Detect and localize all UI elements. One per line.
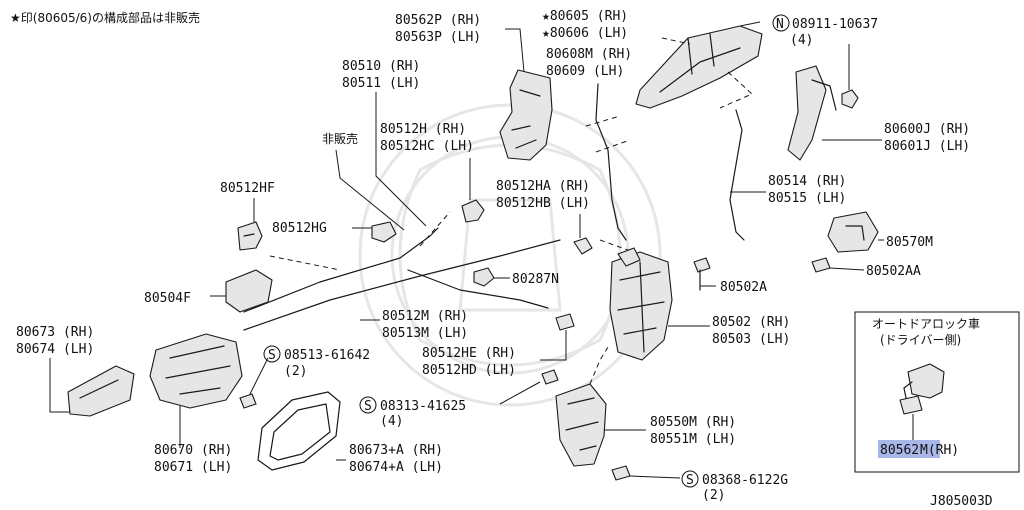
label-80562P: 80562P (RH) xyxy=(395,13,481,28)
inset-part-number: 80562 xyxy=(880,443,919,458)
label-08911-qty: (4) xyxy=(790,33,813,48)
label-80512HF: 80512HF xyxy=(220,181,275,196)
part-80673A-bezel xyxy=(257,391,346,471)
label-08368: 08368-6122G xyxy=(702,473,788,488)
label-80512HA: 80512HA (RH) xyxy=(496,179,590,194)
label-08313-qty: (4) xyxy=(380,414,403,429)
label-80570M: 80570M xyxy=(886,235,933,250)
svg-text:S: S xyxy=(364,399,372,414)
svg-text:N: N xyxy=(776,17,784,32)
label-80550M: 80550M (RH) xyxy=(650,415,736,430)
part-80504F-pad xyxy=(210,269,273,313)
label-80606: ★80606 (LH) xyxy=(542,26,628,41)
label-80287N: 80287N xyxy=(512,272,559,287)
part-80673-escutcheon xyxy=(49,358,135,417)
part-handle-screw xyxy=(239,357,269,409)
label-80512HB: 80512HB (LH) xyxy=(496,196,590,211)
part-80512HE-screw xyxy=(540,313,575,361)
label-08911: 08911-10637 xyxy=(792,17,878,32)
part-08368-screw xyxy=(611,465,681,481)
part-80570M-striker xyxy=(827,211,884,253)
part-80670-inside-handle xyxy=(149,333,243,448)
inset-subtitle: (ドライバー側) xyxy=(880,333,961,347)
inset-title: オートドアロック車 xyxy=(872,317,980,331)
part-80600J-bracket xyxy=(787,65,882,161)
part-80512HA-clip xyxy=(573,214,593,255)
label-80551M: 80551M (LH) xyxy=(650,432,736,447)
label-08513: 08513-61642 xyxy=(284,348,370,363)
part-80512HF-clip xyxy=(237,198,263,251)
label-80514: 80514 (RH) xyxy=(768,174,846,189)
label-80609: 80609 (LH) xyxy=(546,64,624,79)
label-08313: 08313-41625 xyxy=(380,399,466,414)
label-80674: 80674 (LH) xyxy=(16,342,94,357)
label-80504F: 80504F xyxy=(144,291,191,306)
label-80600J: 80600J (RH) xyxy=(884,122,970,137)
part-80502AA-bolt xyxy=(811,257,865,273)
svg-text:S: S xyxy=(268,348,276,363)
part-80608M-rod xyxy=(585,83,631,241)
s-mark-icon: S xyxy=(359,396,377,414)
label-80563P: 80563P (LH) xyxy=(395,30,481,45)
label-80512HD: 80512HD (LH) xyxy=(422,363,516,378)
part-80562P-bracket xyxy=(499,28,553,161)
label-80512M: 80512M (RH) xyxy=(382,309,468,324)
label-80674A: 80674+A (LH) xyxy=(349,460,443,475)
label-80608M: 80608M (RH) xyxy=(546,47,632,62)
diagram-code: J805003D xyxy=(930,494,993,509)
part-80512H-clip xyxy=(461,158,485,223)
svg-text:S: S xyxy=(686,473,694,488)
label-80512H: 80512H (RH) xyxy=(380,122,466,137)
part-80514-rod xyxy=(729,109,766,241)
label-80512HE: 80512HE (RH) xyxy=(422,346,516,361)
label-80515: 80515 (LH) xyxy=(768,191,846,206)
label-80673: 80673 (RH) xyxy=(16,325,94,340)
part-08313-screw xyxy=(499,369,559,405)
part-08911-nut xyxy=(841,44,859,109)
label-08368-qty: (2) xyxy=(702,488,725,503)
part-80512HG-clip xyxy=(352,221,397,243)
label-80513M: 80513M (LH) xyxy=(382,326,468,341)
label-not-sold: 非販売 xyxy=(322,131,358,146)
s-mark-icon: S xyxy=(263,345,281,363)
label-80601J: 80601J (LH) xyxy=(884,139,970,154)
part-80510-rod xyxy=(243,92,651,331)
label-80510: 80510 (RH) xyxy=(342,59,420,74)
label-80503: 80503 (LH) xyxy=(712,332,790,347)
part-80502A-bolt xyxy=(693,257,716,291)
part-80502-door-lock xyxy=(609,247,710,361)
n-mark-icon: N xyxy=(772,14,790,32)
label-80502: 80502 (RH) xyxy=(712,315,790,330)
label-80512HG: 80512HG xyxy=(272,221,327,236)
label-80502A: 80502A xyxy=(720,280,767,295)
s-mark-icon: S xyxy=(681,470,699,488)
header-note: ★印(80605/6)の構成部品は非販売 xyxy=(10,10,200,25)
part-80287N-grommet xyxy=(473,267,510,287)
label-80511: 80511 (LH) xyxy=(342,76,420,91)
inset-highlight-box xyxy=(878,440,940,458)
label-08513-qty: (2) xyxy=(284,364,307,379)
label-80512HC: 80512HC (LH) xyxy=(380,139,474,154)
part-80605-outside-handle xyxy=(635,21,763,109)
label-80605: ★80605 (RH) xyxy=(542,9,628,24)
label-80670: 80670 (RH) xyxy=(154,443,232,458)
inset-auto-door-lock: オートドアロック車 (ドライバー側) 80562 M(RH) xyxy=(854,311,1020,473)
label-80671: 80671 (LH) xyxy=(154,460,232,475)
label-80673A: 80673+A (RH) xyxy=(349,443,443,458)
inset-part-suffix: M(RH) xyxy=(920,443,959,458)
part-80550M-actuator xyxy=(555,343,646,467)
label-80502AA: 80502AA xyxy=(866,264,921,279)
